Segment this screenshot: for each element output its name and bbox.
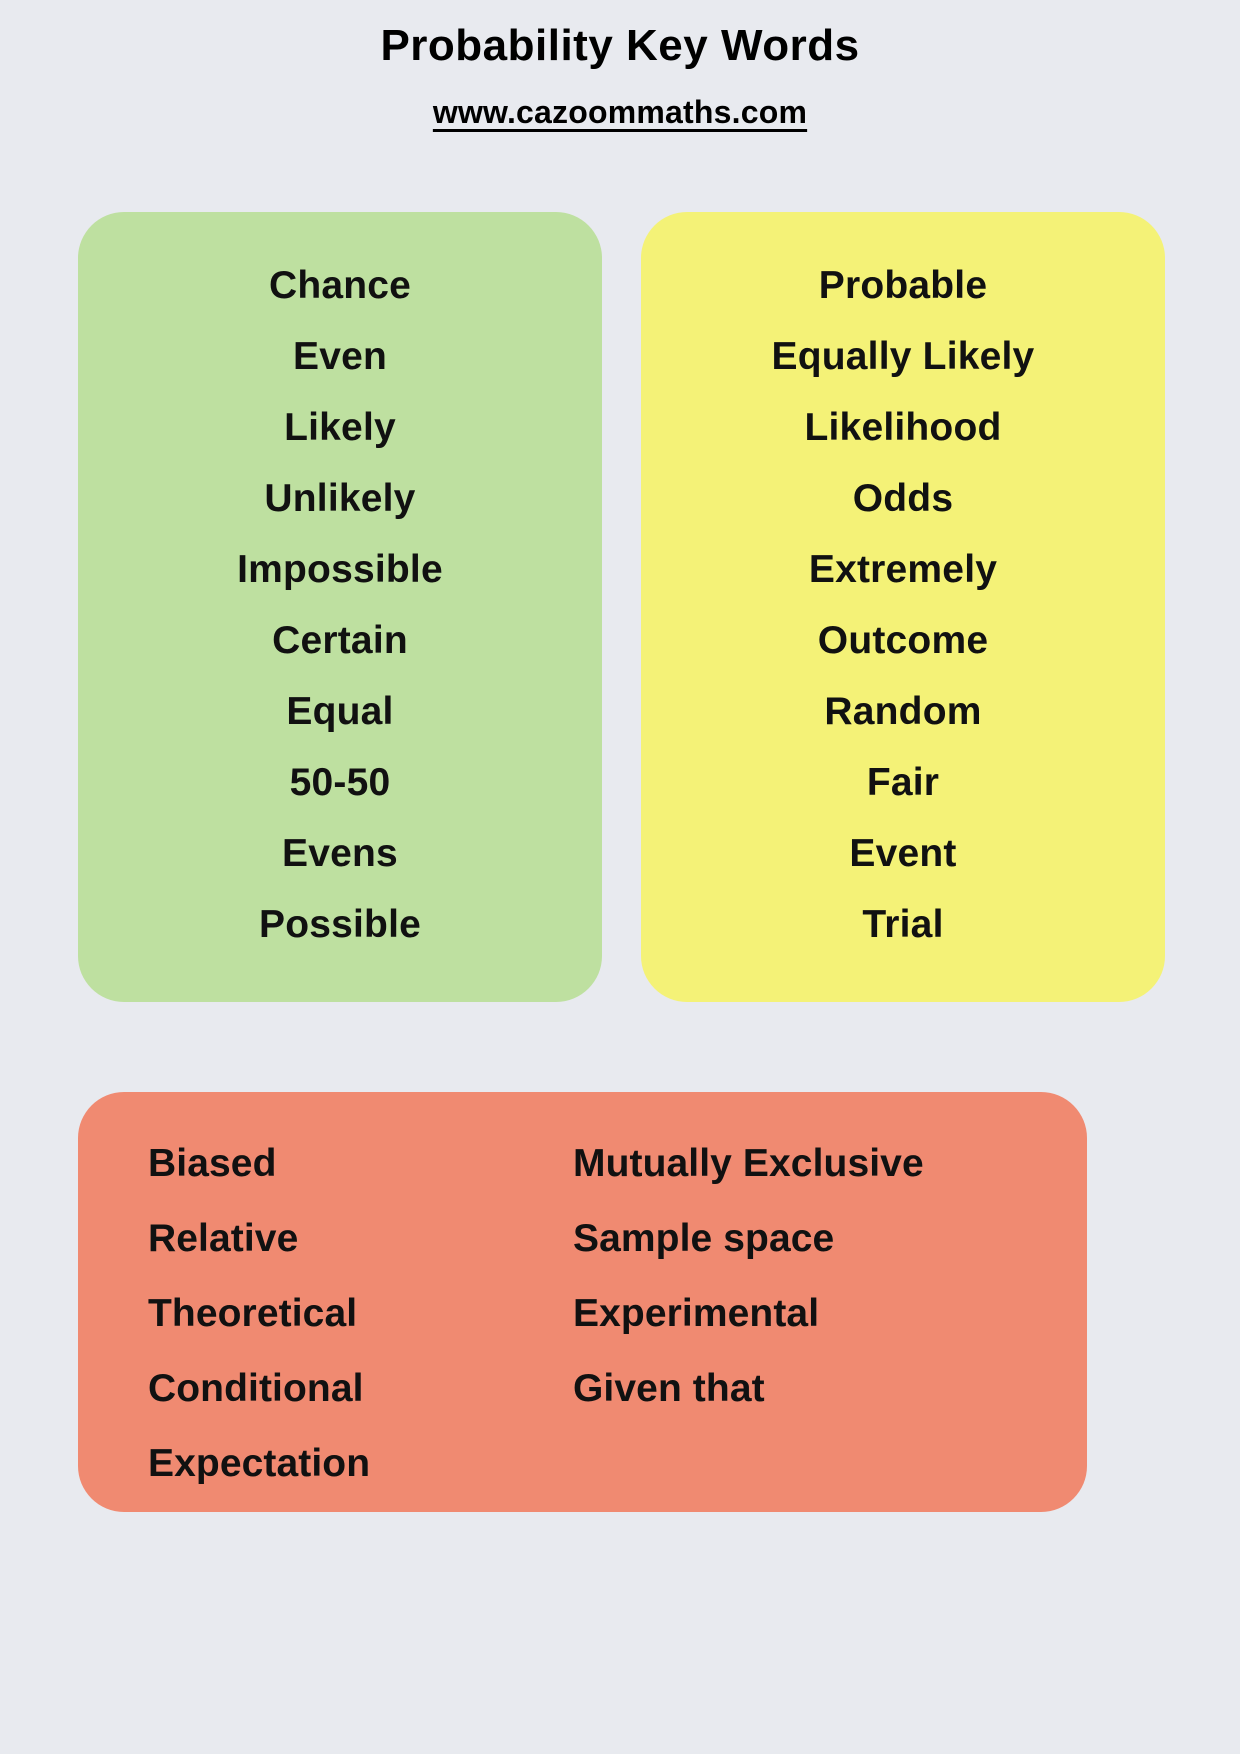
list-item: Probable: [818, 264, 988, 307]
list-item: Event: [849, 832, 957, 875]
list-item: Likelihood: [804, 406, 1002, 449]
top-card-row: Chance Even Likely Unlikely Impossible C…: [78, 212, 1165, 1144]
green-word-list: Chance Even Likely Unlikely Impossible C…: [78, 212, 602, 960]
list-item: Given that: [573, 1367, 765, 1410]
yellow-word-list: Probable Equally Likely Likelihood Odds …: [641, 212, 1165, 960]
list-item: Unlikely: [264, 477, 416, 520]
list-item: Impossible: [237, 548, 443, 591]
page-title: Probability Key Words: [380, 21, 860, 70]
list-item: Fair: [866, 761, 940, 804]
list-item: Chance: [268, 264, 412, 307]
orange-right-column: Mutually Exclusive Sample space Experime…: [573, 1126, 1073, 1501]
page-header: Probability Key Words www.cazoommaths.co…: [0, 0, 1240, 131]
list-item: Likely: [284, 406, 396, 449]
list-item: Relative: [148, 1217, 299, 1260]
list-item: Certain: [272, 619, 408, 662]
list-item: Equal: [286, 690, 394, 733]
yellow-word-card: Probable Equally Likely Likelihood Odds …: [641, 212, 1165, 1002]
list-item: Trial: [862, 903, 944, 946]
list-item: Even: [292, 335, 387, 378]
list-item: Sample space: [573, 1217, 835, 1260]
list-item: Random: [824, 690, 982, 733]
list-item: Odds: [852, 477, 954, 520]
orange-word-card: Biased Relative Theoretical Conditional …: [78, 1092, 1087, 1512]
list-item: 50-50: [289, 761, 391, 804]
website-url: www.cazoommaths.com: [432, 94, 808, 131]
list-item: Outcome: [817, 619, 989, 662]
list-item: Conditional: [148, 1367, 364, 1410]
list-item: Equally Likely: [771, 335, 1035, 378]
orange-word-grid: Biased Relative Theoretical Conditional …: [78, 1126, 1087, 1501]
list-item: Theoretical: [148, 1292, 358, 1335]
list-item: Possible: [259, 903, 421, 946]
green-word-card: Chance Even Likely Unlikely Impossible C…: [78, 212, 602, 1002]
orange-left-column: Biased Relative Theoretical Conditional …: [148, 1126, 573, 1501]
list-item: Expectation: [148, 1442, 371, 1485]
list-item: Evens: [282, 832, 398, 875]
list-item: Biased: [148, 1142, 277, 1185]
list-item: Mutually Exclusive: [573, 1142, 924, 1185]
list-item: Extremely: [808, 548, 998, 591]
list-item: Experimental: [573, 1292, 820, 1335]
